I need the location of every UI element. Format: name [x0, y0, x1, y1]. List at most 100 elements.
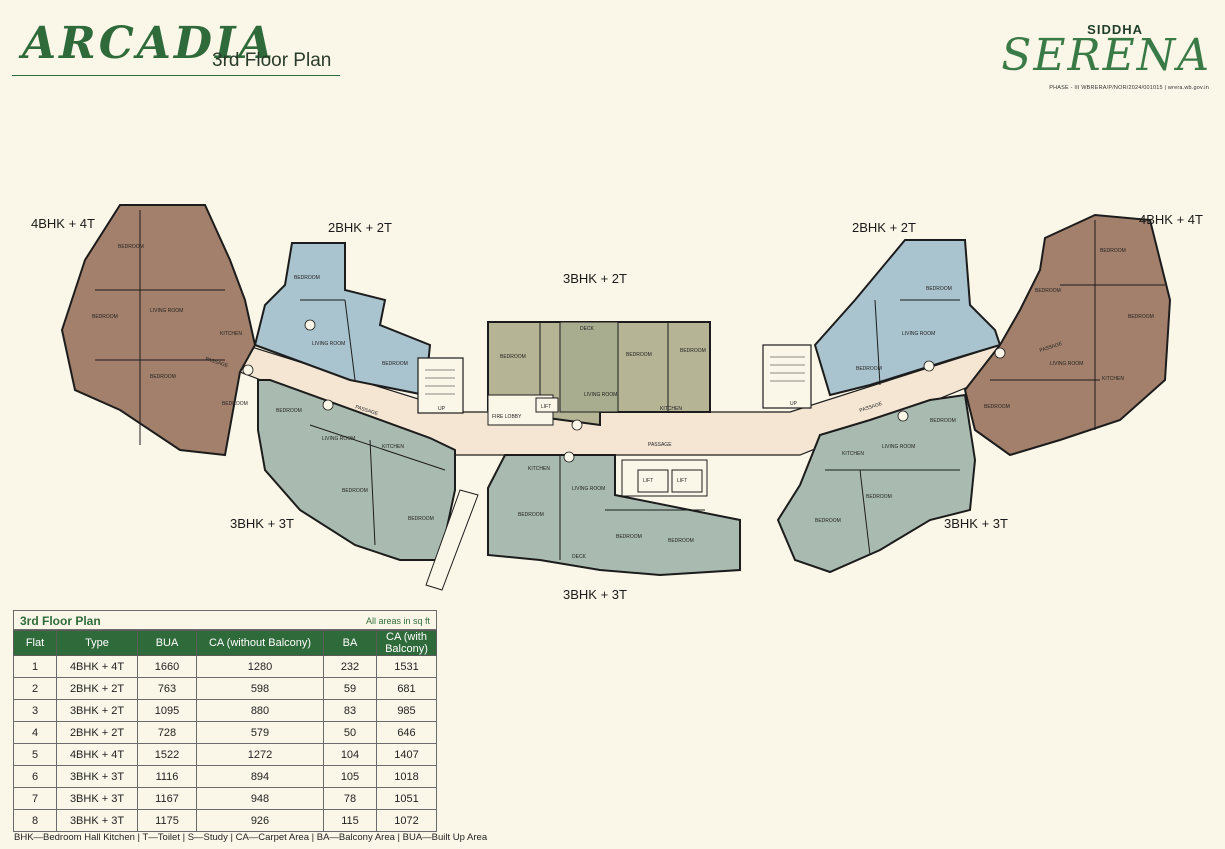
up-label: UP — [790, 401, 798, 407]
table-cell: 1407 — [376, 743, 437, 766]
column-header: CA (without Balcony) — [196, 630, 324, 656]
table-cell: 4 — [13, 721, 57, 744]
table-cell: 4BHK + 4T — [56, 655, 138, 678]
room-label-bedroom: BEDROOM — [926, 286, 952, 292]
unit-label-flat-6: 3BHK + 3T — [944, 516, 1008, 531]
table-cell: 2BHK + 2T — [56, 677, 138, 700]
table-cell: 3BHK + 3T — [56, 787, 138, 810]
room-label-living: LIVING ROOM — [322, 436, 355, 442]
flat-7-outline — [487, 454, 741, 577]
rera-text: PHASE - III WBRERA/P/NOR/2024/001015 | w… — [1049, 85, 1209, 91]
room-label-deck: DECK — [572, 554, 587, 560]
room-label-bedroom: BEDROOM — [118, 244, 144, 250]
room-label-living: LIVING ROOM — [882, 444, 915, 450]
room-label-bedroom: BEDROOM — [626, 352, 652, 358]
room-label-bedroom: BEDROOM — [222, 401, 248, 407]
stair-left — [417, 357, 464, 414]
table-cell: 1051 — [376, 787, 437, 810]
room-label-bedroom: BEDROOM — [150, 374, 176, 380]
table-cell: 1 — [13, 655, 57, 678]
room-label-kitchen: KITCHEN — [220, 331, 242, 337]
table-cell: 646 — [376, 721, 437, 744]
lift-label: LIFT — [643, 478, 653, 484]
table-cell: 1116 — [137, 765, 197, 788]
table-cell: 728 — [137, 721, 197, 744]
room-label-bedroom: BEDROOM — [680, 348, 706, 354]
lift-box — [671, 469, 703, 493]
table-cell: 598 — [196, 677, 324, 700]
table-cell: 3BHK + 2T — [56, 699, 138, 722]
abbreviation-legend: BHK—Bedroom Hall Kitchen | T—Toilet | S—… — [14, 832, 488, 843]
room-label-bedroom: BEDROOM — [1128, 314, 1154, 320]
table-cell: 50 — [323, 721, 377, 744]
table-cell: 763 — [137, 677, 197, 700]
unit-label-flat-5: 4BHK + 4T — [1139, 212, 1203, 227]
table-cell: 3 — [13, 699, 57, 722]
table-cell: 4BHK + 4T — [56, 743, 138, 766]
room-label-bedroom: BEDROOM — [382, 361, 408, 367]
table-cell: 5 — [13, 743, 57, 766]
passage-label: PASSAGE — [648, 442, 672, 448]
column-header: BUA — [137, 630, 197, 656]
table-cell: 83 — [323, 699, 377, 722]
table-cell: 1531 — [376, 655, 437, 678]
flat-1-outline — [60, 204, 257, 457]
lift-label: LIFT — [541, 404, 551, 410]
table-cell: 1660 — [137, 655, 197, 678]
table-cell: 104 — [323, 743, 377, 766]
column-header: CA (with Balcony) — [376, 630, 437, 656]
table-cell: 894 — [196, 765, 324, 788]
column-header: Type — [56, 630, 138, 656]
table-cell: 1167 — [137, 787, 197, 810]
room-label-living: LIVING ROOM — [150, 308, 183, 314]
room-label-living: LIVING ROOM — [572, 486, 605, 492]
fire-lobby-label: FIRE LOBBY — [492, 414, 522, 420]
room-label-deck: DECK — [580, 326, 595, 332]
room-label-bedroom: BEDROOM — [518, 512, 544, 518]
table-cell: 1522 — [137, 743, 197, 766]
area-table-header: 3rd Floor Plan All areas in sq ft — [13, 610, 437, 630]
room-label-bedroom: BEDROOM — [856, 366, 882, 372]
room-label-kitchen: KITCHEN — [1102, 376, 1124, 382]
stair-right — [762, 344, 812, 409]
title-rule — [12, 75, 340, 76]
page-title: 3rd Floor Plan — [212, 50, 332, 71]
room-label-bedroom: BEDROOM — [815, 518, 841, 524]
table-cell: 1272 — [196, 743, 324, 766]
room-label-bedroom: BEDROOM — [616, 534, 642, 540]
unit-label-flat-2: 2BHK + 2T — [328, 220, 392, 235]
table-cell: 880 — [196, 699, 324, 722]
column-header: Flat — [13, 630, 57, 656]
unit-label-flat-7: 3BHK + 3T — [563, 587, 627, 602]
table-cell: 1175 — [137, 809, 197, 832]
table-cell: 59 — [323, 677, 377, 700]
table-cell: 1280 — [196, 655, 324, 678]
table-cell: 926 — [196, 809, 324, 832]
room-label-bedroom: BEDROOM — [408, 516, 434, 522]
table-cell: 1095 — [137, 699, 197, 722]
up-label: UP — [438, 406, 446, 412]
room-label-bedroom: BEDROOM — [500, 354, 526, 360]
serena-logo: SERENA — [1001, 30, 1211, 81]
flat-5-outline — [963, 213, 1172, 457]
room-label-bedroom: BEDROOM — [984, 404, 1010, 410]
room-label-bedroom: BEDROOM — [342, 488, 368, 494]
table-cell: 6 — [13, 765, 57, 788]
ramp-left — [425, 489, 479, 591]
table-cell: 948 — [196, 787, 324, 810]
siddha-logo: SIDDHA — [1087, 22, 1143, 37]
table-cell: 579 — [196, 721, 324, 744]
table-cell: 985 — [376, 699, 437, 722]
unit-label-flat-4: 2BHK + 2T — [852, 220, 916, 235]
flat-number-markers — [242, 319, 1006, 463]
room-label-kitchen: KITCHEN — [660, 406, 682, 412]
unit-label-flat-8: 3BHK + 3T — [230, 516, 294, 531]
area-table-note: All areas in sq ft — [365, 616, 430, 626]
area-table: Flat Type BUA CA (without Balcony) BA CA… — [13, 630, 437, 832]
room-label-bedroom: BEDROOM — [668, 538, 694, 544]
